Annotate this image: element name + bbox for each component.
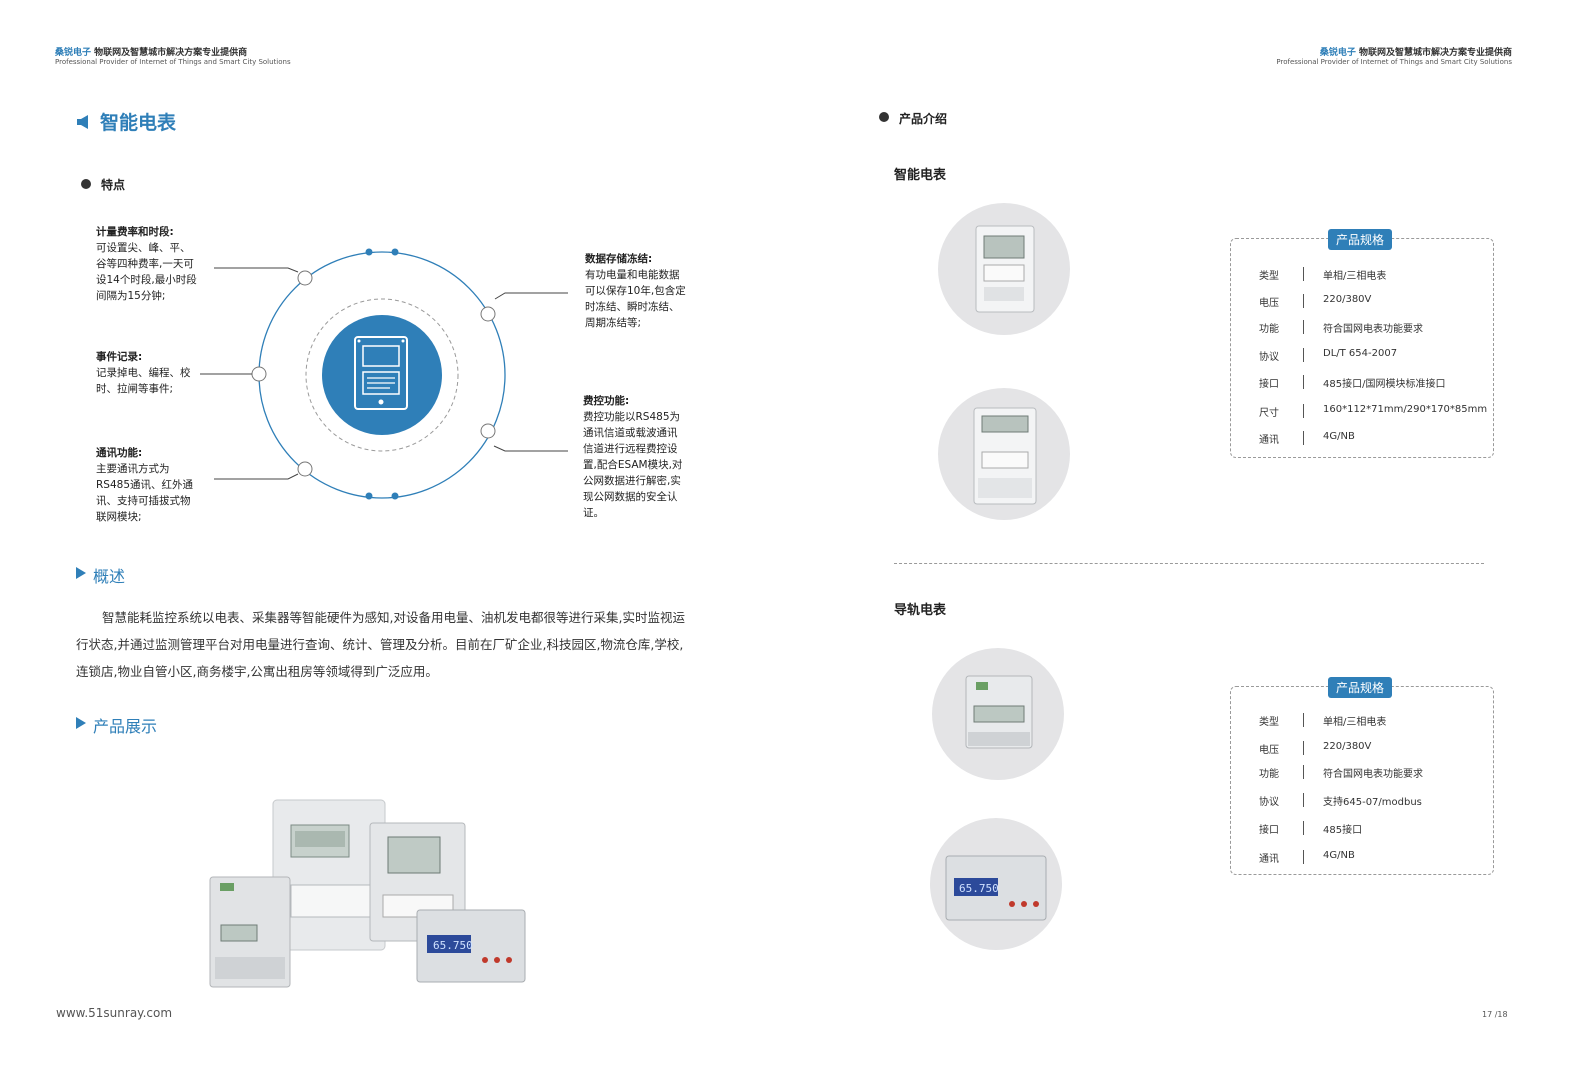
- spec-row: 接口 485接口: [1259, 819, 1483, 837]
- product-circle: [938, 388, 1070, 520]
- page-title: 智能电表: [100, 112, 177, 134]
- feature-rate: 计量费率和时段: 可设置尖、峰、平、谷等四种费率,一天可设14个时段,最小时段间…: [96, 224, 198, 304]
- spec-key: 尺寸: [1259, 408, 1279, 419]
- spec-value: 符合国网电表功能要求: [1323, 324, 1423, 335]
- overview-text: 智慧能耗监控系统以电表、采集器等智能硬件为感知,对设备用电量、油机发电都很等进行…: [76, 610, 685, 679]
- triangle-icon: [76, 567, 86, 579]
- spec-row: 接口 485接口/国网模块标准接口: [1259, 373, 1483, 391]
- feature-title: 费控功能:: [583, 395, 630, 407]
- divider: [894, 563, 1484, 564]
- spec-box-smart-meter: 产品规格 类型 单相/三相电表 电压 220/380V 功能 符合国网电表功能要求 协…: [1230, 229, 1494, 458]
- spec-key: 协议: [1259, 797, 1279, 808]
- smart-meter-image: [975, 225, 1035, 313]
- spec-row: 电压 220/380V: [1259, 739, 1483, 757]
- feature-fee: 费控功能: 费控功能以RS485为通讯信道或载波通讯信道进行远程费控设置,配合E…: [583, 393, 687, 521]
- rail-meter-image: 65.750: [945, 855, 1047, 921]
- smart-meter-image: [973, 407, 1037, 505]
- spec-key: 通讯: [1259, 435, 1279, 446]
- overview-heading: 概述: [93, 567, 126, 586]
- header-left: 桑锐电子 物联网及智慧城市解决方案专业提供商 Professional Prov…: [55, 45, 291, 66]
- intro-heading: 产品介绍: [899, 112, 948, 126]
- spec-value: 支持645-07/modbus: [1323, 797, 1422, 808]
- spec-row: 功能 符合国网电表功能要求: [1259, 763, 1483, 781]
- display-digits: 65.750: [433, 939, 473, 952]
- spec-key: 类型: [1259, 717, 1279, 728]
- feature-comm: 通讯功能: 主要通讯方式为RS485通讯、红外通讯、支持可插拔式物联网模块;: [96, 445, 198, 525]
- products-group-image: 65.750: [209, 799, 526, 988]
- showcase-heading: 产品展示: [93, 717, 158, 736]
- product-circle: 65.750: [930, 818, 1062, 950]
- features-heading: 特点: [101, 178, 126, 192]
- spec-value: 485接口: [1323, 825, 1363, 836]
- feature-event: 事件记录: 记录掉电、编程、校时、拉闸等事件;: [96, 349, 198, 397]
- rail-meter-heading: 导轨电表: [894, 603, 947, 618]
- brand-subtitle: Professional Provider of Internet of Thi…: [1276, 58, 1512, 66]
- spec-key: 电压: [1259, 745, 1279, 756]
- page-number: 17 /18: [1482, 1010, 1508, 1019]
- feature-body: 主要通讯方式为RS485通讯、红外通讯、支持可插拔式物联网模块;: [96, 463, 194, 523]
- spec-key: 接口: [1259, 379, 1279, 390]
- spec-row: 通讯 4G/NB: [1259, 429, 1483, 447]
- spec-key: 接口: [1259, 825, 1279, 836]
- spec-row: 类型 单相/三相电表: [1259, 711, 1483, 729]
- product-circle: [938, 203, 1070, 335]
- spec-row: 协议 支持645-07/modbus: [1259, 791, 1483, 809]
- spec-row: 协议 DL/T 654-2007: [1259, 346, 1483, 364]
- spec-row: 通讯 4G/NB: [1259, 848, 1483, 866]
- spec-value: 485接口/国网模块标准接口: [1323, 379, 1446, 390]
- feature-body: 可设置尖、峰、平、谷等四种费率,一天可设14个时段,最小时段间隔为15分钟;: [96, 242, 197, 302]
- brand-tagline: 物联网及智慧城市解决方案专业提供商: [1358, 48, 1512, 58]
- brand-name: 桑锐电子: [1319, 48, 1356, 58]
- spec-value: 220/380V: [1323, 741, 1372, 752]
- spec-row: 类型 单相/三相电表: [1259, 265, 1483, 283]
- spec-box-rail-meter: 产品规格 类型 单相/三相电表 电压 220/380V 功能 符合国网电表功能要求 协…: [1230, 677, 1494, 875]
- spec-key: 通讯: [1259, 854, 1279, 865]
- spec-value: 160*112*71mm/290*170*85mm: [1323, 404, 1488, 415]
- rail-meter-image: [965, 675, 1033, 749]
- speaker-icon: [76, 114, 90, 133]
- spec-key: 功能: [1259, 324, 1279, 335]
- spec-key: 功能: [1259, 769, 1279, 780]
- display-digits: 65.750: [959, 882, 999, 895]
- feature-title: 计量费率和时段:: [96, 226, 174, 238]
- feature-title: 通讯功能:: [96, 447, 143, 459]
- footer-url[interactable]: www.51sunray.com: [56, 1006, 173, 1020]
- feature-body: 有功电量和电能数据可以保存10年,包含定时冻结、瞬时冻结、周期冻结等;: [585, 269, 686, 329]
- bullet-dot: [81, 179, 91, 189]
- spec-value: 220/380V: [1323, 294, 1372, 305]
- feature-body: 记录掉电、编程、校时、拉闸等事件;: [96, 367, 191, 395]
- spec-value: 单相/三相电表: [1323, 271, 1387, 282]
- spec-key: 协议: [1259, 352, 1279, 363]
- brand-name: 桑锐电子: [55, 48, 92, 58]
- header-right: 桑锐电子 物联网及智慧城市解决方案专业提供商 Professional Prov…: [1276, 45, 1512, 66]
- spec-row: 尺寸 160*112*71mm/290*170*85mm: [1259, 402, 1487, 420]
- spec-value: 单相/三相电表: [1323, 717, 1387, 728]
- feature-storage: 数据存储冻结: 有功电量和电能数据可以保存10年,包含定时冻结、瞬时冻结、周期冻…: [585, 251, 689, 331]
- smart-meter-heading: 智能电表: [894, 168, 947, 183]
- spec-value: 4G/NB: [1323, 850, 1355, 861]
- product-circle: [932, 648, 1064, 780]
- spec-row: 功能 符合国网电表功能要求: [1259, 318, 1483, 336]
- spec-value: 符合国网电表功能要求: [1323, 769, 1423, 780]
- spec-value: DL/T 654-2007: [1323, 348, 1398, 359]
- spec-title: 产品规格: [1328, 229, 1393, 250]
- brand-tagline: 物联网及智慧城市解决方案专业提供商: [94, 48, 248, 58]
- bullet-dot: [879, 112, 889, 122]
- spec-row: 电压 220/380V: [1259, 292, 1483, 310]
- meter-icon: [354, 336, 408, 410]
- features-diagram: [200, 248, 568, 500]
- brand-subtitle: Professional Provider of Internet of Thi…: [55, 58, 291, 66]
- spec-key: 类型: [1259, 271, 1279, 282]
- spec-title: 产品规格: [1328, 677, 1393, 698]
- feature-title: 事件记录:: [96, 351, 143, 363]
- spec-value: 4G/NB: [1323, 431, 1355, 442]
- triangle-icon: [76, 717, 86, 729]
- feature-title: 数据存储冻结:: [585, 253, 653, 265]
- spec-key: 电压: [1259, 298, 1279, 309]
- feature-body: 费控功能以RS485为通讯信道或载波通讯信道进行远程费控设置,配合ESAM模块,…: [583, 411, 683, 519]
